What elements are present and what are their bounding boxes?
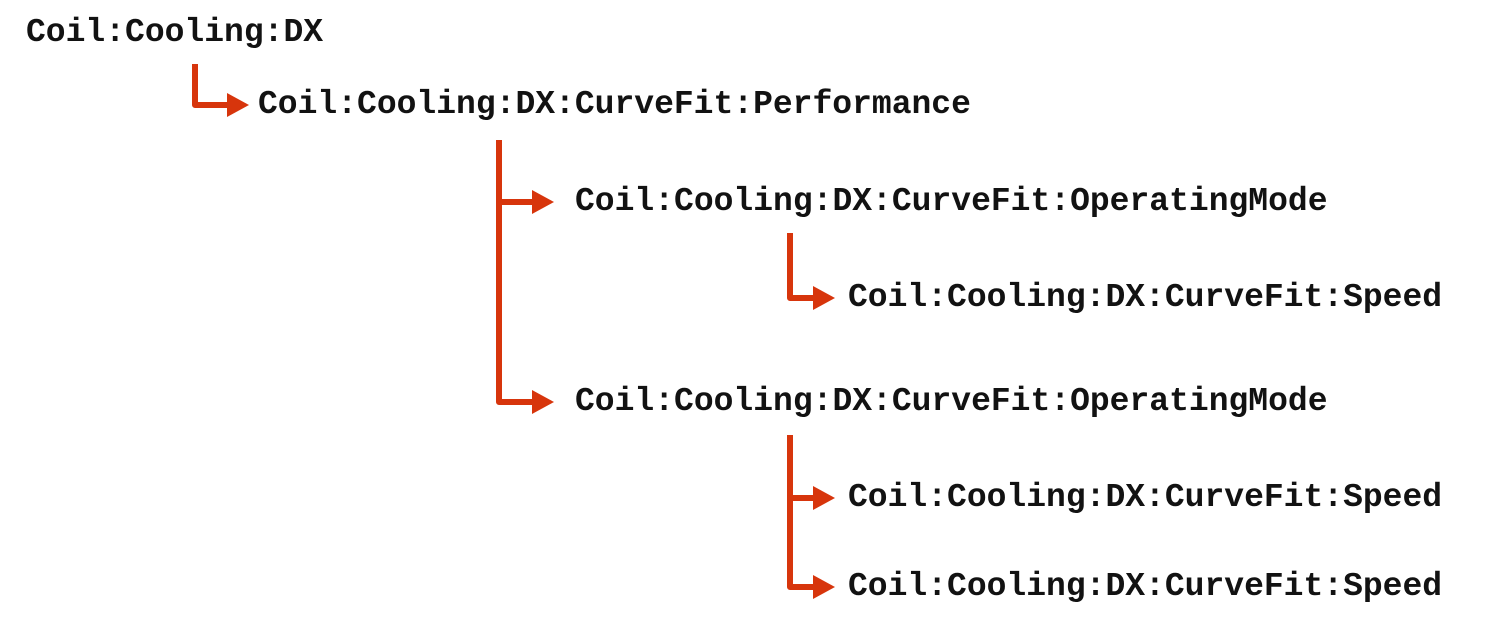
arrow-performance-to-operating-mode-2 xyxy=(496,140,554,414)
node-performance: Coil:Cooling:DX:CurveFit:Performance xyxy=(258,86,971,123)
node-speed-3: Coil:Cooling:DX:CurveFit:Speed xyxy=(848,568,1443,605)
arrow-operating-mode-1-to-speed-1 xyxy=(787,233,835,310)
node-speed-2: Coil:Cooling:DX:CurveFit:Speed xyxy=(848,479,1443,516)
arrow-operating-mode-2-to-speed-3 xyxy=(787,435,835,599)
node-root: Coil:Cooling:DX xyxy=(26,14,324,51)
node-operating-mode-2: Coil:Cooling:DX:CurveFit:OperatingMode xyxy=(575,383,1328,420)
arrow-root-to-performance xyxy=(192,64,249,117)
node-speed-1: Coil:Cooling:DX:CurveFit:Speed xyxy=(848,279,1443,316)
node-operating-mode-1: Coil:Cooling:DX:CurveFit:OperatingMode xyxy=(575,183,1328,220)
